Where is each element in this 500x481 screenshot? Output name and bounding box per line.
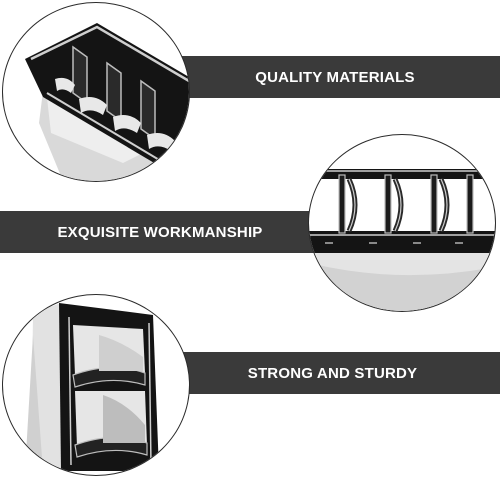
organizer-closeup-icon: [25, 23, 189, 181]
banner-exquisite-workmanship: EXQUISITE WORKMANSHIP: [0, 211, 320, 253]
photo-sturdy-side-view: [2, 294, 190, 476]
photo-quality-closeup: [2, 2, 190, 182]
banner-strong-and-sturdy: STRONG AND STURDY: [165, 352, 500, 394]
banner-label: EXQUISITE WORKMANSHIP: [57, 223, 263, 241]
banner-label: STRONG AND STURDY: [247, 364, 418, 382]
organizer-side-view-icon: [25, 303, 159, 471]
organizer-dividers-icon: [309, 169, 495, 311]
banner-quality-materials: QUALITY MATERIALS: [170, 56, 500, 98]
photo-workmanship-dividers: [308, 134, 496, 312]
banner-label: QUALITY MATERIALS: [255, 68, 415, 86]
